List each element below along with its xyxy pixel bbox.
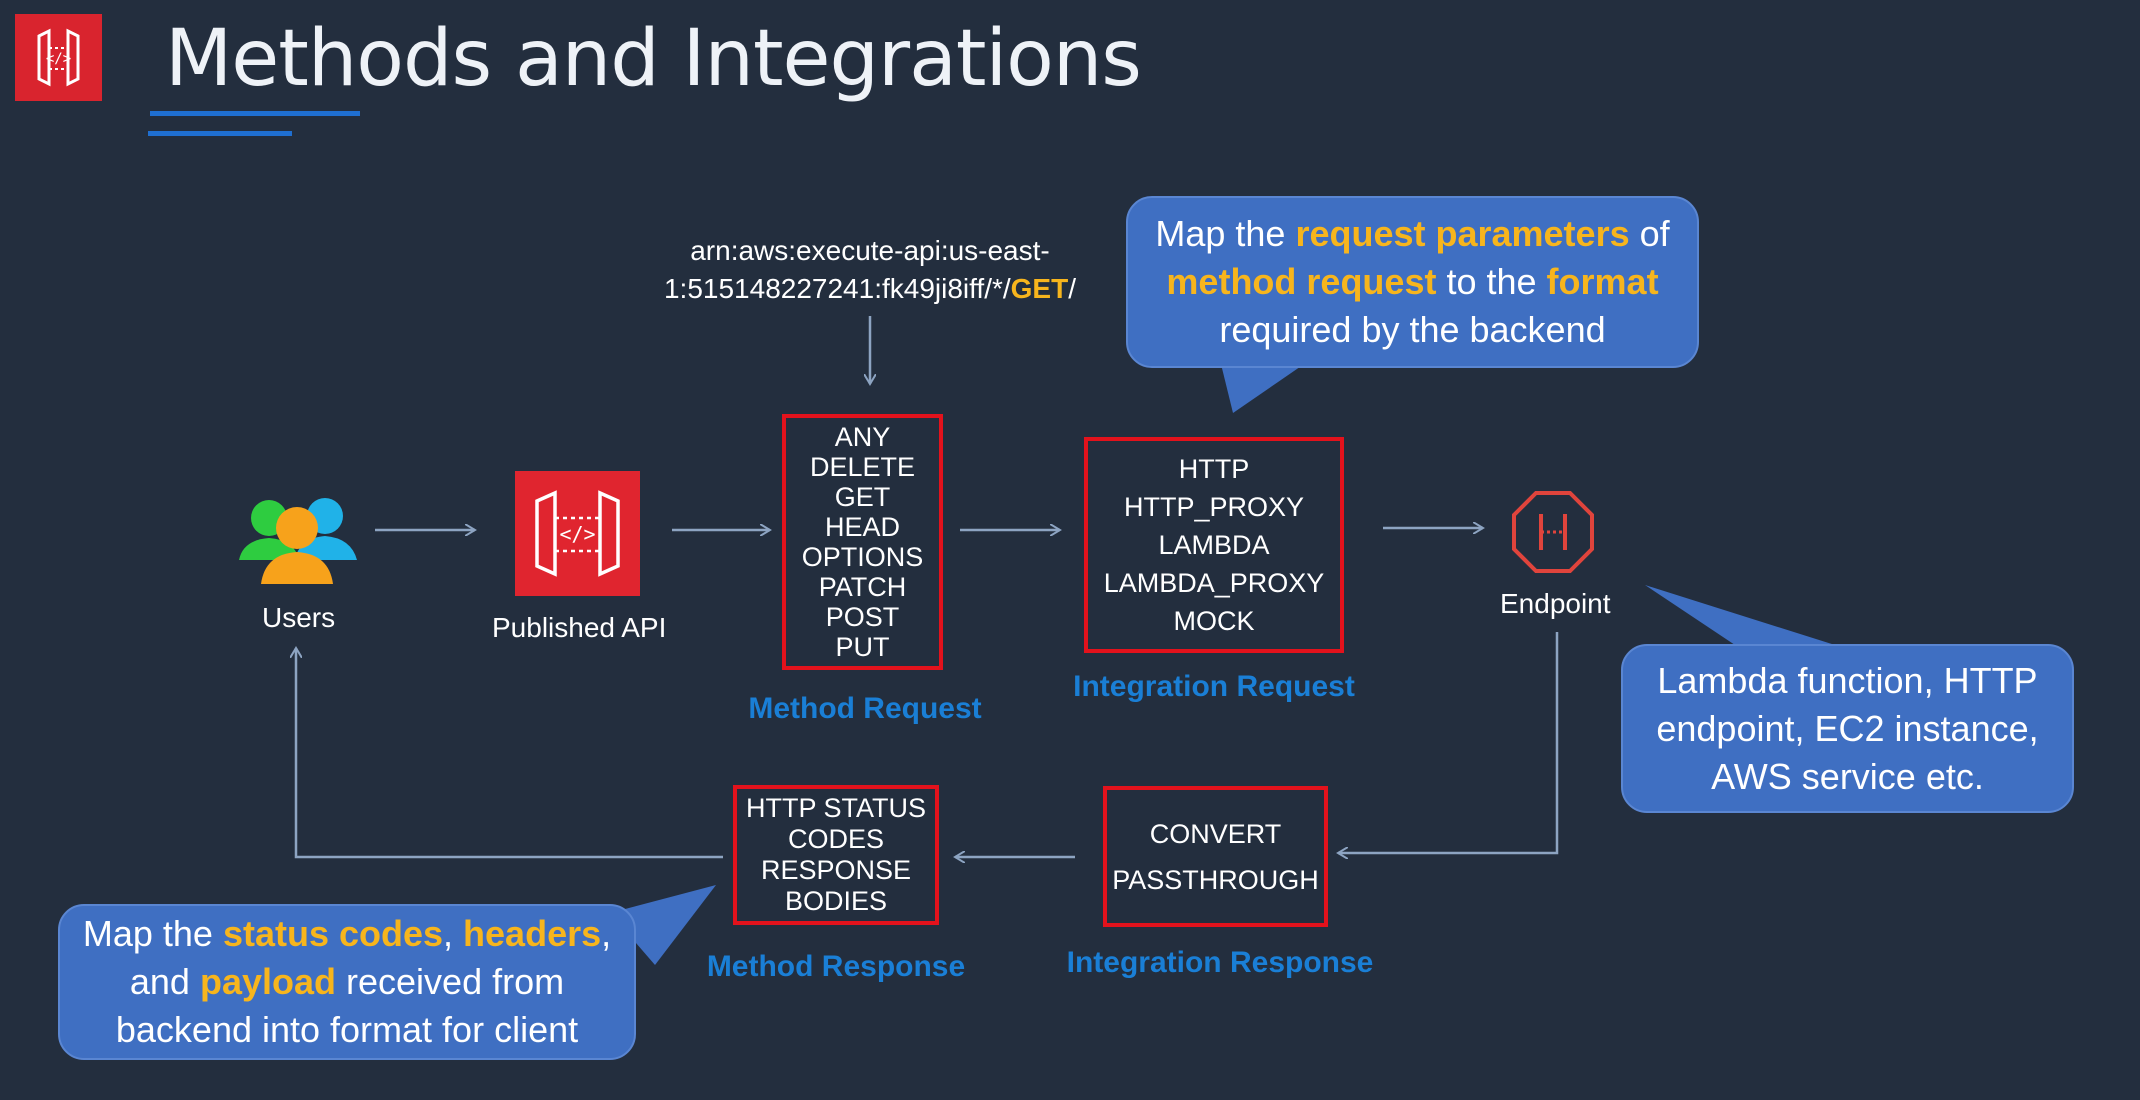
- method-item: HEAD: [824, 512, 900, 542]
- callout-response-mapping: Map the status codes, headers, and paylo…: [58, 904, 636, 1060]
- method-request-box: ANY DELETE GET HEAD OPTIONS PATCH POST P…: [782, 414, 943, 670]
- integration-response-box: CONVERT PASSTHROUGH: [1103, 786, 1328, 927]
- arrow-method-response-to-users: [296, 648, 723, 859]
- endpoint-icon: [1511, 490, 1595, 574]
- method-item: OPTIONS: [801, 542, 924, 572]
- integration-type: HTTP_PROXY: [1123, 492, 1305, 522]
- integration-type: LAMBDA: [1158, 530, 1270, 560]
- integration-type: LAMBDA_PROXY: [1103, 568, 1325, 598]
- response-mode: CONVERT: [1149, 818, 1282, 849]
- method-item: PUT: [835, 632, 890, 662]
- title-underline-2: [148, 131, 292, 136]
- arn-method: GET: [1010, 273, 1069, 304]
- arn-text: arn:aws:execute-api:us-east- 1:515148227…: [620, 232, 1120, 308]
- endpoint-label: Endpoint: [1500, 588, 1611, 619]
- method-item: POST: [825, 602, 900, 632]
- callout-endpoint-tail: [1645, 585, 1835, 645]
- integration-type: MOCK: [1173, 606, 1255, 636]
- arrow-endpoint-to-integration-response: [1338, 632, 1559, 853]
- api-gateway-icon: </>: [515, 471, 640, 596]
- users-icon: [235, 488, 365, 588]
- method-item: DELETE: [809, 452, 916, 482]
- users-label: Users: [262, 602, 336, 633]
- arn-line-1: arn:aws:execute-api:us-east-: [690, 235, 1050, 266]
- response-item: BODIES: [784, 886, 888, 916]
- callout-response-tail: [610, 885, 716, 965]
- callout-endpoint-types: Lambda function, HTTP endpoint, EC2 inst…: [1621, 644, 2074, 813]
- integration-request-label: Integration Request: [1073, 670, 1355, 703]
- title-underline-1: [150, 111, 360, 116]
- integration-response-label: Integration Response: [1066, 946, 1374, 979]
- callout-request-tail: [1220, 360, 1310, 413]
- response-item: HTTP STATUS: [745, 793, 926, 823]
- method-item: GET: [834, 482, 891, 512]
- response-mode: PASSTHROUGH: [1112, 864, 1319, 895]
- svg-text:</>: </>: [559, 522, 595, 546]
- method-item: ANY: [834, 422, 891, 452]
- method-response-box: HTTP STATUS CODES RESPONSE BODIES: [733, 785, 939, 925]
- response-item: RESPONSE: [760, 855, 912, 885]
- method-item: PATCH: [818, 572, 907, 602]
- arn-line-2: 1:515148227241:fk49ji8iff/*/GET/: [620, 270, 1120, 308]
- page-title: Methods and Integrations: [165, 14, 1142, 104]
- arn-line-2-suffix: /: [1068, 273, 1076, 304]
- published-api-label: Published API: [492, 612, 667, 643]
- response-item: CODES: [787, 824, 885, 854]
- api-gateway-logo-icon: </>: [15, 14, 102, 101]
- method-response-label: Method Response: [706, 950, 966, 983]
- svg-text:</>: </>: [46, 51, 71, 67]
- callout-request-mapping: Map the request parameters of method req…: [1126, 196, 1699, 368]
- arn-line-2-prefix: 1:515148227241:fk49ji8iff/*/: [663, 273, 1011, 304]
- integration-type: HTTP: [1178, 454, 1250, 484]
- integration-request-box: HTTP HTTP_PROXY LAMBDA LAMBDA_PROXY MOCK: [1084, 437, 1344, 653]
- method-request-label: Method Request: [748, 692, 982, 725]
